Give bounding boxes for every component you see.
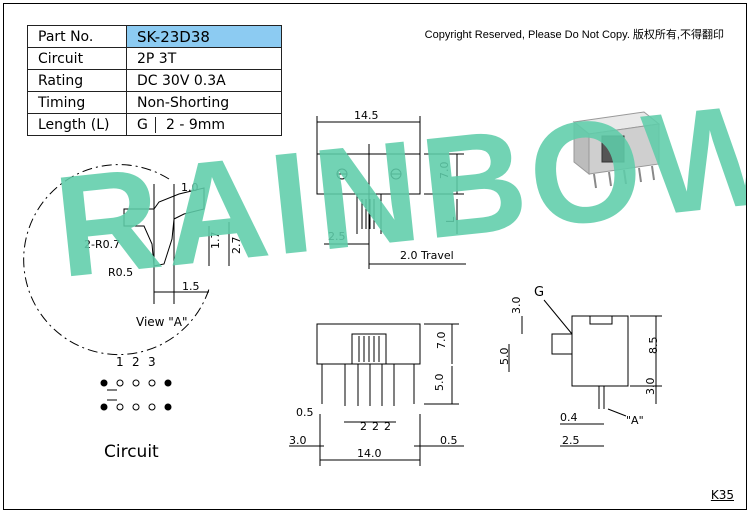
page-code: K35 — [710, 488, 734, 502]
contact-shape — [123, 187, 205, 267]
spec-value-length: G 2 - 9mm — [126, 113, 282, 136]
dim-label: 1.5 — [182, 280, 200, 293]
spec-row-rating: Rating DC 30V 0.3A — [27, 69, 282, 92]
dim-label: 2-R0.7 — [84, 238, 120, 251]
product-3d-image — [572, 111, 661, 189]
front-view: 7.0 5.0 0.5 2 2 2 3.0 14.0 0.5 — [289, 323, 464, 466]
dim-label: 8.5 — [647, 337, 660, 355]
detail-circle — [23, 164, 210, 356]
dim-label: 2 — [360, 420, 367, 433]
pin-dot — [164, 379, 172, 387]
leader-line — [543, 299, 573, 335]
dim-label: 14.0 — [357, 447, 382, 460]
pin-dot — [100, 403, 108, 411]
spec-value: Non-Shorting — [126, 91, 282, 114]
dim-label: 2.7 — [230, 237, 243, 255]
dim-label: 2.5 — [328, 230, 346, 243]
side-body — [571, 315, 629, 387]
side-view: G 3.0 5.0 8.5 3.0 0.4 2.5 "A" — [498, 285, 662, 447]
pin-dot — [132, 379, 140, 387]
front-actuator — [351, 333, 387, 365]
dim-label: 0.4 — [560, 411, 578, 424]
dim-label: 2.5 — [562, 434, 580, 447]
circuit-caption: Circuit — [104, 442, 159, 462]
pin-dot — [116, 403, 124, 411]
pin-number: 3 — [148, 355, 156, 369]
spec-table: Part No. SK-23D38 Circuit 2P 3T Rating D… — [27, 25, 282, 136]
dim-label: 2 — [372, 420, 379, 433]
pin-dot — [148, 379, 156, 387]
side-actuator — [551, 333, 573, 355]
pin-dot — [164, 403, 172, 411]
pin-dot — [100, 379, 108, 387]
label-a: "A" — [626, 414, 644, 427]
pin-dot — [132, 403, 140, 411]
datasheet-page: Part No. SK-23D38 Circuit 2P 3T Rating D… — [3, 3, 747, 510]
view-a-detail: 1.0 2-R0.7 R0.5 1.7 2.7 1.5 View "A" — [23, 164, 243, 356]
dim-label: 0.5 — [440, 434, 458, 447]
dim-label: 5.0 — [498, 348, 511, 366]
dim-label: 7.0 — [438, 162, 451, 180]
dim-label: 3.0 — [289, 434, 307, 447]
length-g-label: G — [137, 116, 156, 133]
dim-label: 1.7 — [209, 232, 222, 250]
spec-row-length: Length (L) G 2 - 9mm — [27, 113, 282, 136]
pin-number: 2 — [132, 355, 140, 369]
view-a-caption: View "A" — [136, 315, 188, 329]
spec-row-part: Part No. SK-23D38 — [27, 25, 282, 48]
dim-label: L — [444, 216, 457, 223]
top-view: 14.5 7.0 L 2.5 2.0 Travel — [316, 109, 466, 269]
dim-label: 7.0 — [435, 332, 448, 350]
spec-label: Length (L) — [27, 113, 127, 136]
dim-label: 5.0 — [433, 374, 446, 392]
dim-label: 2 — [384, 420, 391, 433]
dim-label: 2.0 Travel — [400, 249, 454, 262]
dim-label: 0.5 — [296, 406, 314, 419]
length-range: 2 - 9mm — [166, 116, 226, 133]
spec-value: DC 30V 0.3A — [126, 69, 282, 92]
part-number: SK-23D38 — [126, 25, 282, 48]
dim-label: 1.0 — [181, 181, 199, 194]
dim-label: R0.5 — [108, 266, 133, 279]
pin-dot — [148, 403, 156, 411]
technical-drawings: 1.0 2-R0.7 R0.5 1.7 2.7 1.5 View "A" 1 2… — [23, 109, 662, 466]
label-g: G — [534, 285, 544, 300]
dim-label: 14.5 — [354, 109, 379, 122]
side-notch — [589, 315, 613, 325]
circuit-diagram: 1 2 3 Circuit — [100, 355, 172, 462]
leader-line — [607, 408, 627, 417]
copyright-notice: Copyright Reserved, Please Do Not Copy. … — [424, 29, 724, 41]
pin-number: 1 — [116, 355, 124, 369]
pin-dot — [116, 379, 124, 387]
dim-label: 3.0 — [644, 378, 657, 396]
dim-label: 3.0 — [510, 297, 523, 315]
